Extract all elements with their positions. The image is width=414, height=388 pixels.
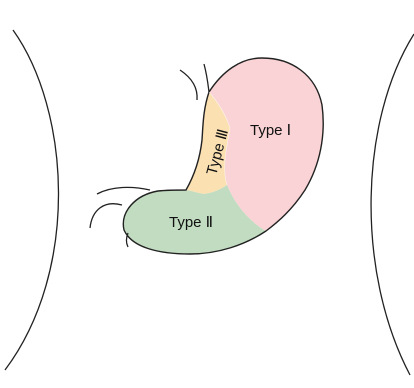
- esophagus-right-wall: [204, 64, 209, 92]
- label-type-2: Type Ⅱ: [169, 214, 213, 231]
- duodenum-lower-wall: [90, 204, 122, 228]
- duodenum-upper-wall: [97, 187, 150, 194]
- right-body-outline: [371, 34, 414, 375]
- left-body-outline: [5, 30, 59, 370]
- label-type-1: Type Ⅰ: [250, 122, 291, 139]
- duodenum-stub: [127, 233, 129, 247]
- esophagus-left-wall: [180, 70, 197, 100]
